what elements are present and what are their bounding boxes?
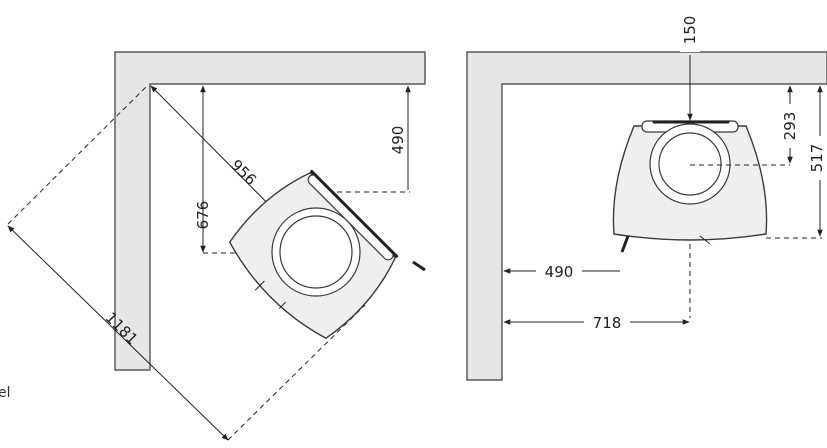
- label-517: 517: [808, 144, 826, 173]
- right-corner-wall: [466, 51, 827, 381]
- label-490-right: 490: [545, 263, 574, 281]
- stove-front: [612, 120, 768, 253]
- label-676: 676: [194, 201, 212, 230]
- stove-rotated: [228, 169, 399, 340]
- label-150: 150: [681, 16, 699, 45]
- right-view-wall-installation: 150 293 517 490 718: [466, 8, 827, 381]
- label-956: 956: [227, 156, 260, 189]
- label-718: 718: [593, 314, 622, 332]
- left-view-corner-installation: 1181 956 676 490: [7, 51, 426, 441]
- label-490-left: 490: [389, 126, 407, 155]
- edge-text-fragment: el: [0, 385, 11, 401]
- label-293: 293: [781, 112, 799, 141]
- dim-line-1181: [7, 225, 229, 441]
